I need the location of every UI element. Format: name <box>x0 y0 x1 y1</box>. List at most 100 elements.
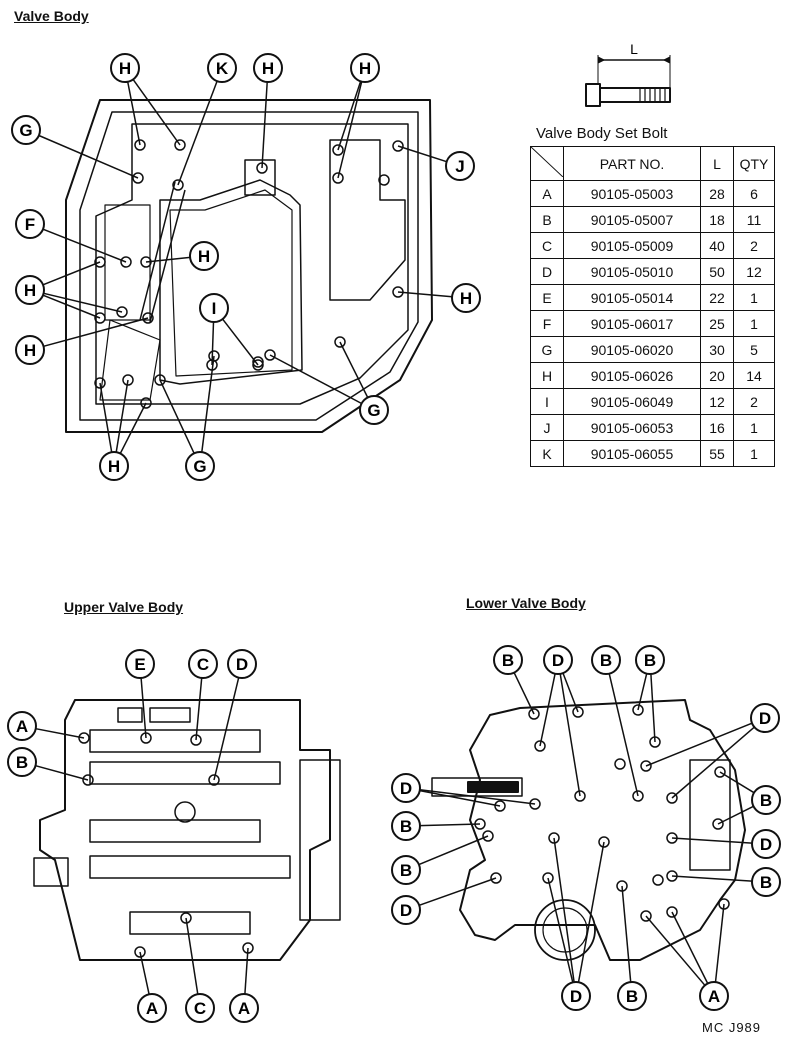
valve-body-leader-line <box>397 291 453 298</box>
valve-body-leader-line <box>115 379 129 453</box>
callout-circle <box>350 53 380 83</box>
lower-valve-body-bolt-hole <box>640 760 652 772</box>
row-part-no: 90105-05003 <box>563 180 701 207</box>
valve-body-leader-line <box>43 292 123 313</box>
lower-valve-body-bolt-hole <box>574 790 586 802</box>
lower-valve-body-heading: Lower Valve Body <box>466 595 586 611</box>
callout-letter: H <box>262 59 274 78</box>
lower-valve-body-leader-line <box>608 673 639 797</box>
callout-circle <box>110 53 140 83</box>
callout-circle <box>391 855 421 885</box>
callout-circle <box>229 993 259 1023</box>
lower-valve-body-callout: D <box>391 895 421 925</box>
valve-body-bolt-hole <box>122 374 134 386</box>
lower-valve-body-bolt-hole <box>712 818 724 830</box>
callout-circle <box>207 53 237 83</box>
valve-body-bolt-hole <box>154 374 166 386</box>
valve-body-leader-line <box>269 354 362 405</box>
callout-circle <box>99 451 129 481</box>
row-qty: 5 <box>733 336 775 363</box>
lower-valve-body-leader-line <box>419 788 536 805</box>
valve-body-leader-line <box>337 81 363 179</box>
valve-body-bolt-hole <box>116 306 128 318</box>
lower-valve-body-callout: B <box>617 981 647 1011</box>
lower-valve-body-bolt-hole <box>542 872 554 884</box>
valve-body-heading: Valve Body <box>14 8 89 24</box>
lower-valve-body-leader-line <box>621 885 632 983</box>
upper-valve-body-outline <box>33 699 341 961</box>
valve-body-bolt-hole <box>94 312 106 324</box>
valve-body-callout: K <box>207 53 237 83</box>
valve-body-callout: H <box>15 275 45 305</box>
valve-body-leader-line <box>211 321 215 366</box>
upper-valve-body-leader-line <box>35 764 89 781</box>
lower-valve-body-callout: B <box>751 785 781 815</box>
row-qty: 1 <box>733 440 775 467</box>
valve-body-callout: H <box>15 335 45 365</box>
callout-letter: I <box>212 299 217 318</box>
valve-body-leader-line <box>261 81 268 169</box>
lower-valve-body-bolt-hole <box>614 758 626 770</box>
lower-valve-body-bolt-hole <box>640 910 652 922</box>
valve-body-bolt-hole <box>332 172 344 184</box>
row-length: 16 <box>700 414 734 441</box>
callout-circle <box>11 115 41 145</box>
upper-valve-body-callout: A <box>137 993 167 1023</box>
callout-letter: A <box>708 987 720 1006</box>
callout-letter: C <box>194 999 206 1018</box>
row-length: 50 <box>700 258 734 285</box>
valve-body-outline <box>65 99 433 433</box>
lower-valve-body-bolt-hole <box>482 830 494 842</box>
lower-valve-body-callout: B <box>591 645 621 675</box>
valve-body-leader-line <box>132 78 181 146</box>
valve-body-callout: F <box>15 209 45 239</box>
lower-valve-body-bolt-hole <box>598 836 610 848</box>
row-part-no: 90105-05009 <box>563 232 701 259</box>
lower-valve-body-bolt-hole <box>572 706 584 718</box>
upper-valve-body-callout: E <box>125 649 155 679</box>
row-code: J <box>530 414 564 441</box>
upper-valve-body-bolt-hole <box>78 732 90 744</box>
lower-valve-body-leader-line <box>559 673 581 797</box>
upper-valve-body-bolt-hole <box>82 774 94 786</box>
callout-letter: B <box>600 651 612 670</box>
callout-circle <box>751 785 781 815</box>
row-qty: 2 <box>733 232 775 259</box>
callout-circle <box>227 649 257 679</box>
valve-body-bolt-hole <box>134 139 146 151</box>
diagonal-line-icon <box>530 146 564 178</box>
valve-body-callout: J <box>445 151 475 181</box>
valve-body-leader-line <box>42 228 127 263</box>
lower-valve-body-bolt-hole <box>632 790 644 802</box>
lower-valve-body-leader-line <box>419 789 501 807</box>
upper-valve-body-bolt-hole <box>134 946 146 958</box>
upper-valve-body-heading: Upper Valve Body <box>64 599 184 615</box>
bolt-table-title: Valve Body Set Bolt <box>536 125 668 142</box>
valve-body-callout: G <box>185 451 215 481</box>
row-qty: 12 <box>733 258 775 285</box>
valve-body-leader-line <box>145 256 191 263</box>
callout-circle <box>15 275 45 305</box>
valve-body-bolt-hole <box>264 349 276 361</box>
callout-letter: B <box>626 987 638 1006</box>
lower-valve-body-bolt-hole <box>534 740 546 752</box>
callout-circle <box>253 53 283 83</box>
upper-valve-body-leader-line <box>213 677 240 781</box>
row-code: I <box>530 388 564 415</box>
upper-valve-body-callout: C <box>188 649 218 679</box>
lower-valve-body-bolt-hole <box>632 704 644 716</box>
lower-valve-body-bolt-hole <box>494 800 506 812</box>
callout-circle <box>189 241 219 271</box>
lower-valve-body-callout: D <box>561 981 591 1011</box>
lower-valve-body-leader-line <box>645 722 753 767</box>
callout-letter: G <box>193 457 206 476</box>
valve-body-bolt-hole <box>132 172 144 184</box>
callout-letter: C <box>197 655 209 674</box>
upper-valve-body-leader-line <box>195 677 203 741</box>
callout-letter: A <box>16 717 28 736</box>
valve-body-leader-line <box>126 81 141 146</box>
lower-valve-body-leader-line <box>671 837 753 844</box>
valve-body-leader-line <box>38 134 139 179</box>
lower-valve-body-callout: B <box>391 811 421 841</box>
